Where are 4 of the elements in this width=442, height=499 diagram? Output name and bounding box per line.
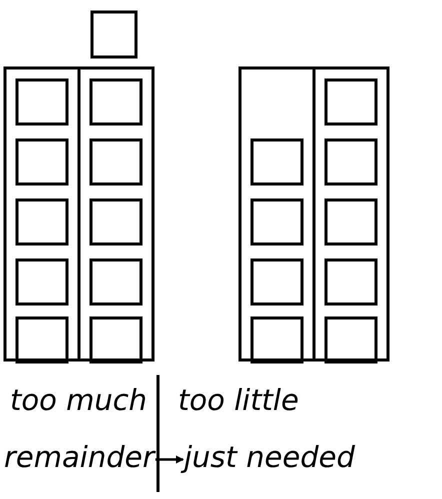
- arrow: [155, 456, 184, 464]
- caption-text: too much: [10, 385, 148, 417]
- caption-text: remainder: [4, 442, 154, 474]
- caption-text: too little: [178, 385, 299, 417]
